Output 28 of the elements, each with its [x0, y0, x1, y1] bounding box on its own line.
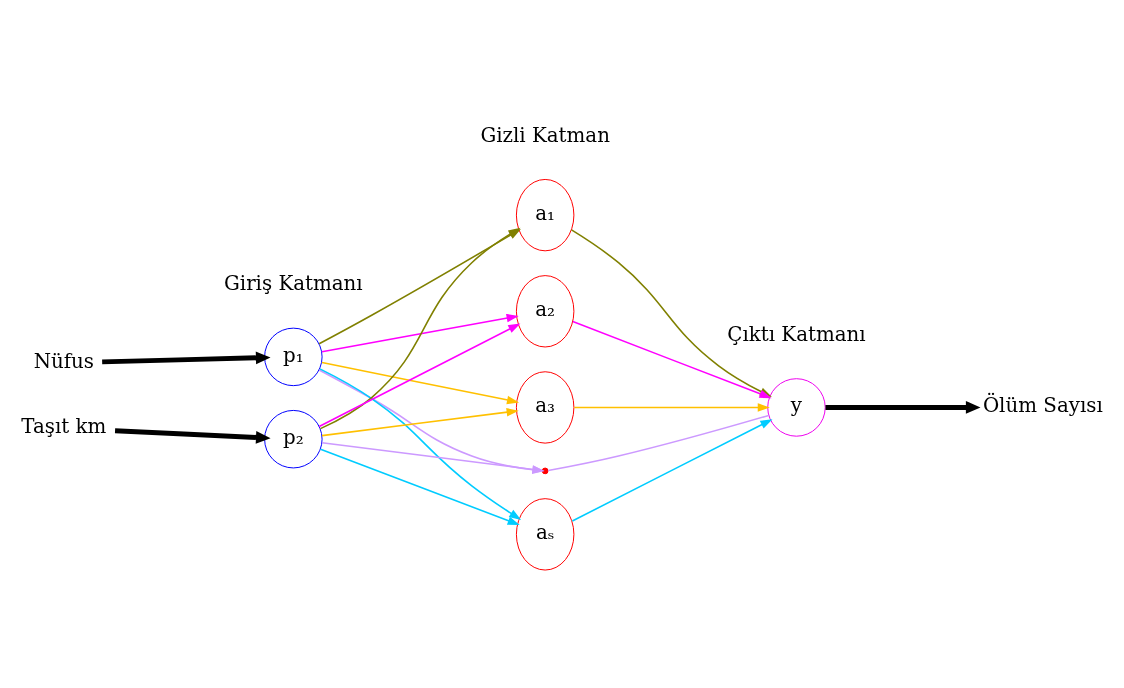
arrow: [114, 427, 271, 444]
node-circle: p₂: [264, 409, 323, 468]
arrow: [825, 400, 981, 414]
arrow: [321, 361, 520, 404]
node-text: Ölüm Sayısı: [982, 393, 1103, 417]
node-text: Nüfus: [33, 349, 95, 373]
arrow: [573, 402, 770, 412]
node-circle: y: [767, 377, 826, 437]
node-text: Taşıt km: [21, 414, 107, 438]
arrow: [102, 350, 271, 364]
arrow: [321, 441, 545, 474]
label: Giriş Katmanı: [223, 271, 363, 295]
label: Çıktı Katmanı: [727, 322, 866, 346]
node-ellipse: aₛ: [515, 497, 575, 571]
node-circle: p₁: [264, 327, 323, 386]
arrow: [318, 368, 545, 474]
arrow: [319, 447, 520, 525]
arrow: [321, 407, 519, 436]
node-ellipse: a₂: [515, 274, 575, 347]
node-ellipse: a₃: [515, 370, 575, 444]
node-dots: [541, 467, 549, 474]
arrow: [571, 418, 773, 522]
arrow: [319, 367, 522, 520]
connector: [547, 414, 770, 471]
arrow: [321, 313, 519, 353]
arrow: [318, 322, 521, 427]
label: Gizli Katman: [480, 123, 610, 147]
node-ellipse: a₁: [515, 178, 575, 251]
